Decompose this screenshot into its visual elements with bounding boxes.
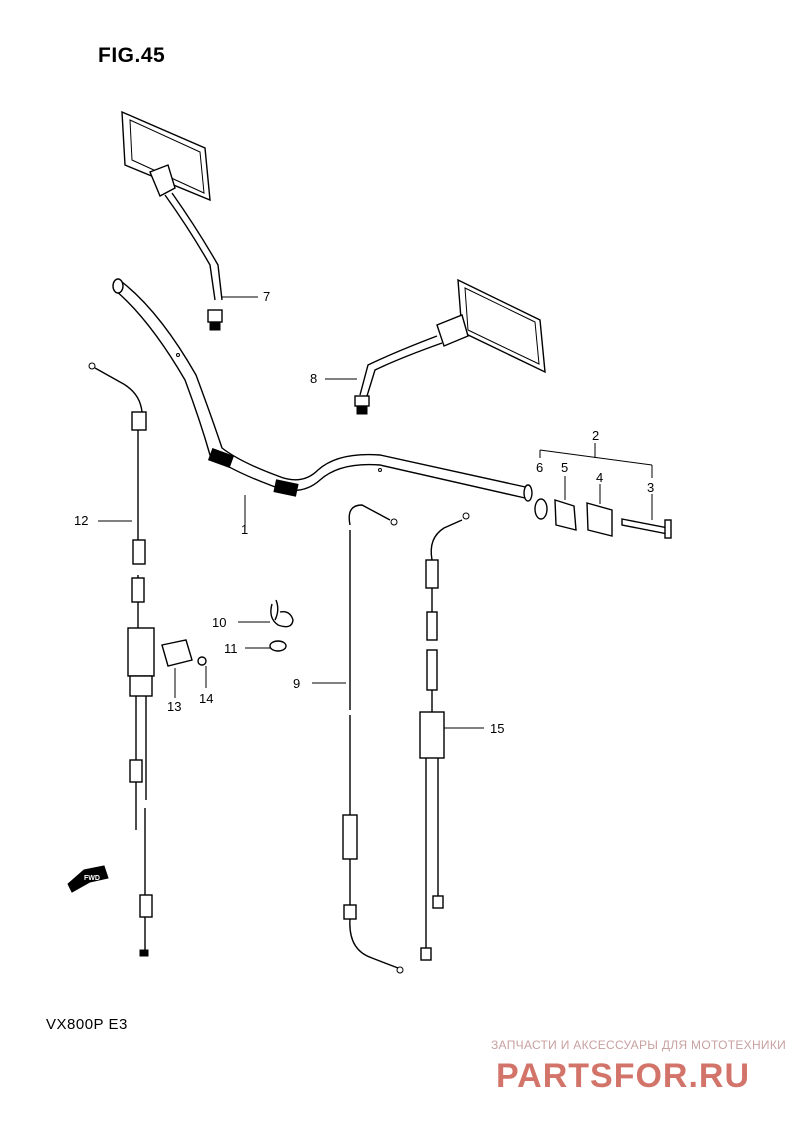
figure-title: FIG.45 bbox=[98, 44, 166, 67]
part-number-11[interactable]: 11 bbox=[224, 641, 238, 656]
fwd-label: FWD bbox=[84, 875, 100, 882]
part-number-8[interactable]: 8 bbox=[310, 371, 317, 386]
throttle-cable[interactable] bbox=[312, 504, 404, 974]
clutch-cable[interactable] bbox=[88, 362, 155, 957]
watermark-logo: PARTSFOR.RU bbox=[496, 1057, 750, 1095]
part-4-weight bbox=[586, 502, 613, 537]
part-3-screw bbox=[621, 518, 669, 535]
watermark-logo-text: PARTSFOR.RU bbox=[496, 1057, 750, 1095]
part-number-7[interactable]: 7 bbox=[263, 289, 270, 304]
small-parts-cluster[interactable] bbox=[161, 599, 294, 698]
part-number-15[interactable]: 15 bbox=[490, 721, 504, 736]
part-6-washer bbox=[534, 498, 548, 520]
part-number-3[interactable]: 3 bbox=[647, 480, 654, 495]
part-number-4[interactable]: 4 bbox=[596, 470, 603, 485]
forward-direction-marker: FWD bbox=[67, 865, 109, 893]
part-number-14[interactable]: 14 bbox=[199, 691, 213, 706]
part-number-12[interactable]: 12 bbox=[74, 513, 88, 528]
bar-end-weight-assembly[interactable] bbox=[534, 443, 672, 539]
throttle-return-cable[interactable] bbox=[419, 512, 484, 961]
part-number-13[interactable]: 13 bbox=[167, 699, 181, 714]
part-number-2[interactable]: 2 bbox=[592, 428, 599, 443]
watermark-tagline: ЗАПЧАСТИ И АКСЕССУАРЫ ДЛЯ МОТОТЕХНИКИ bbox=[491, 1038, 787, 1052]
part-number-1[interactable]: 1 bbox=[241, 522, 248, 537]
mirror-right[interactable] bbox=[325, 278, 546, 415]
part-5-collar bbox=[554, 499, 577, 531]
part-number-10[interactable]: 10 bbox=[212, 615, 226, 630]
part-number-6[interactable]: 6 bbox=[536, 460, 543, 475]
handlebar[interactable] bbox=[112, 278, 533, 530]
model-code: VX800P E3 bbox=[46, 1016, 128, 1033]
mirror-left[interactable] bbox=[121, 110, 258, 331]
part-number-9[interactable]: 9 bbox=[293, 676, 300, 691]
part-number-5[interactable]: 5 bbox=[561, 460, 568, 475]
